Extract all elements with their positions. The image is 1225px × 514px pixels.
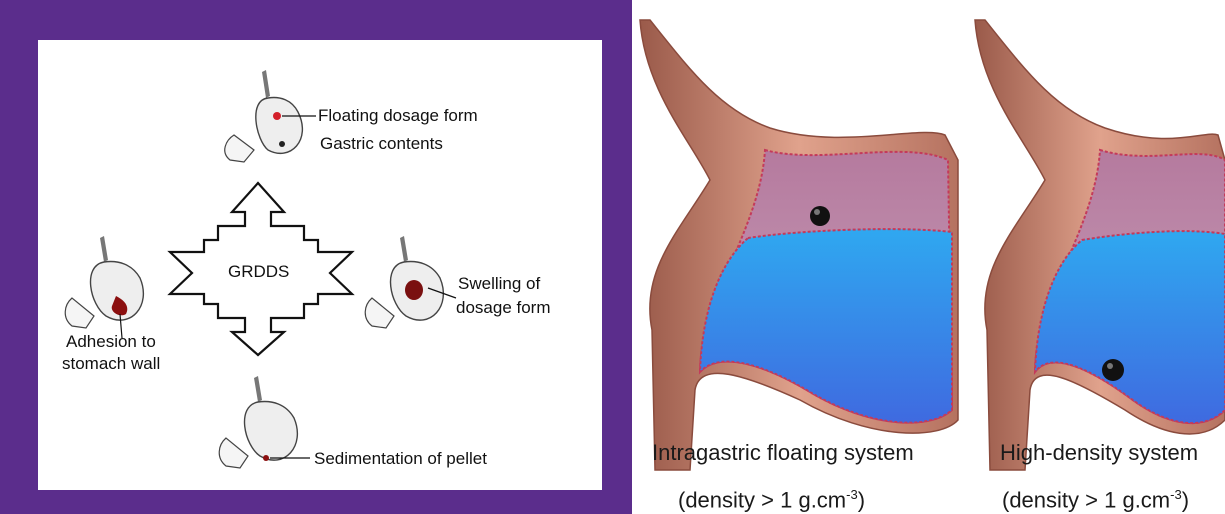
swelling-label-line2: dosage form xyxy=(456,298,551,318)
sinking-ball xyxy=(1102,359,1124,381)
grdds-diagram xyxy=(0,0,632,514)
adhesion-label-line1: Adhesion to xyxy=(66,332,156,352)
swollen-dosage-form xyxy=(405,280,423,300)
floating-density-caption: (density > 1 g.cm-3) xyxy=(678,482,865,513)
high-density-caption: High-density system xyxy=(1000,440,1198,466)
sedimentation-label: Sedimentation of pellet xyxy=(314,449,487,469)
floating-ball xyxy=(810,206,830,226)
floating-system-stomach xyxy=(640,20,958,470)
stomach-left-illustration xyxy=(65,236,143,328)
high-density-stomach xyxy=(975,20,1225,470)
grdds-label: GRDDS xyxy=(228,262,289,282)
floating-dosage-label: Floating dosage form xyxy=(318,106,478,126)
floating-dosage-dot xyxy=(273,112,281,120)
adhesion-label-line2: stomach wall xyxy=(62,354,160,374)
floating-system-caption: Intragastric floating system xyxy=(652,440,914,466)
stomach-right-illustration xyxy=(365,236,443,328)
swelling-label-line1: Swelling of xyxy=(458,274,540,294)
high-density-value-caption: (density > 1 g.cm-3) xyxy=(1002,482,1189,513)
gastric-contents-label: Gastric contents xyxy=(320,134,443,154)
stomach-bottom-illustration xyxy=(219,376,297,468)
